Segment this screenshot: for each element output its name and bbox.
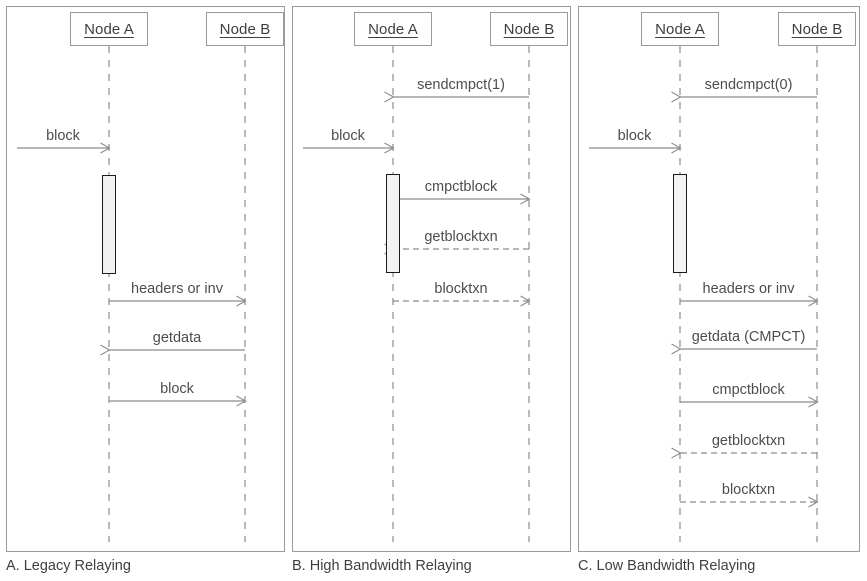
participant-label: Node B: [791, 20, 843, 38]
message-label: cmpctblock: [712, 382, 785, 398]
diagram-panel-c: sendcmpct(0) block headers or inv getdata (…: [578, 6, 860, 552]
message-label: headers or inv: [131, 281, 223, 297]
message-label: blocktxn: [721, 482, 776, 498]
panel-lines-layer: [303, 46, 531, 542]
panel-caption-c: C. Low Bandwidth Relaying: [578, 558, 756, 574]
activation-bar: [102, 175, 116, 274]
participant-label: Node A: [655, 20, 705, 38]
message-label: block: [331, 128, 365, 144]
message-label: blocktxn: [434, 281, 488, 297]
message-label: getdata (CMPCT): [691, 329, 806, 345]
participant-label: Node B: [219, 20, 271, 38]
message-label: block: [617, 128, 652, 144]
activation-bar: [386, 174, 400, 273]
panel-caption-b: B. High Bandwidth Relaying: [292, 558, 472, 574]
participant-box-node-a[interactable]: Node A: [641, 12, 719, 46]
panel-lines-layer: [17, 46, 247, 542]
message-label: block: [46, 128, 80, 144]
activation-bar: [673, 174, 687, 273]
message-label: headers or inv: [702, 281, 795, 297]
message-label: getblocktxn: [424, 229, 498, 245]
participant-box-node-b[interactable]: Node B: [490, 12, 568, 46]
participant-label: Node A: [84, 20, 134, 38]
participant-box-node-b[interactable]: Node B: [206, 12, 284, 46]
message-label: block: [160, 381, 194, 397]
participant-box-node-a[interactable]: Node A: [354, 12, 432, 46]
participant-label: Node A: [368, 20, 418, 38]
panel-lines-layer: [589, 46, 819, 542]
message-label: getdata: [152, 330, 202, 346]
panel-caption-a: A. Legacy Relaying: [6, 558, 131, 574]
message-label: cmpctblock: [424, 179, 498, 195]
diagram-panel-a: block headers or inv getdata block Node A Nod…: [6, 6, 285, 552]
message-label: sendcmpct(0): [704, 77, 793, 93]
participant-label: Node B: [503, 20, 555, 38]
diagram-panel-b: sendcmpct(1) block cmpctblock getblocktxn bl…: [292, 6, 571, 552]
participant-box-node-a[interactable]: Node A: [70, 12, 148, 46]
message-label: getblocktxn: [711, 433, 786, 449]
participant-box-node-b[interactable]: Node B: [778, 12, 856, 46]
message-label: sendcmpct(1): [417, 77, 505, 93]
